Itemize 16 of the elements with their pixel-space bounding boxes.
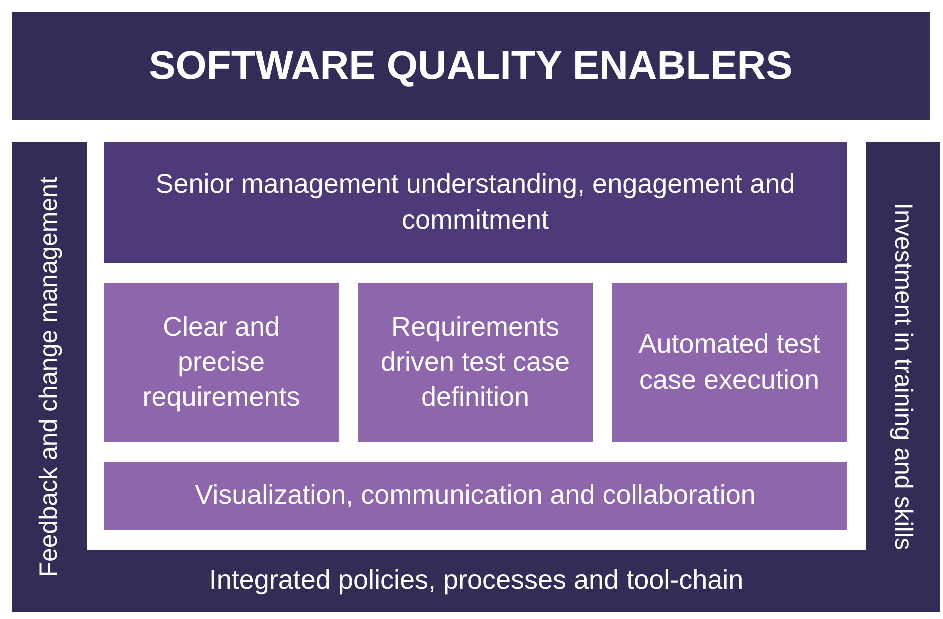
enabler-box <box>104 283 339 442</box>
enabler-box <box>612 283 847 442</box>
title-text: SOFTWARE QUALITY ENABLERS <box>149 44 793 88</box>
box-label: Investment in training and skills <box>888 203 918 551</box>
box-label: Feedback and change management <box>34 176 64 578</box>
box-label: Automated test case execution <box>638 328 822 396</box>
box-label: Senior management understanding, engagement and commitment <box>154 168 796 236</box>
side-bar <box>866 142 940 612</box>
box-label: Requirements driven test case definition <box>380 310 572 414</box>
enabler-box <box>358 283 593 442</box>
header-box <box>104 142 847 263</box>
box-label: Clear and precise requirements <box>142 310 302 414</box>
side-bar <box>12 142 87 612</box>
footer-box <box>104 462 847 530</box>
box-label: Integrated policies, processes and tool-chain <box>209 564 744 598</box>
box-label: Visualization, communication and collaboration <box>195 479 756 512</box>
